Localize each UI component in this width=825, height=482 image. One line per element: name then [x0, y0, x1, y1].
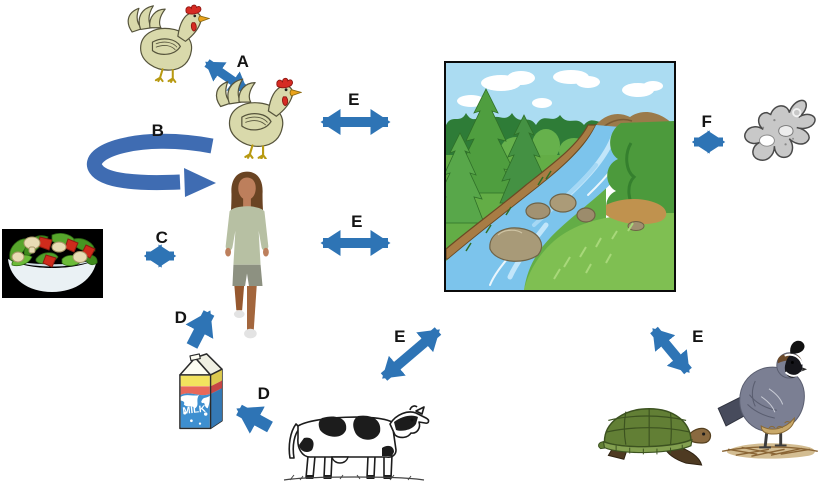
arrow-e-river-birds	[650, 326, 692, 375]
cow-icon	[270, 398, 434, 482]
label-e-chicken-river: E	[348, 90, 360, 109]
salad-icon	[2, 229, 103, 298]
label-b: B	[151, 121, 165, 140]
chicken-top-icon	[122, 3, 210, 83]
label-e-river-birds: E	[692, 327, 704, 346]
river-scene	[444, 61, 676, 292]
milk-label: MILK	[182, 404, 206, 417]
arrow-d-milk-to-human	[185, 310, 215, 349]
human-figure	[215, 170, 279, 342]
label-e-human-river: E	[351, 212, 363, 231]
chicken-main-icon	[210, 77, 302, 159]
label-e-cow-river: E	[394, 327, 406, 346]
milk-carton-icon: MILK	[170, 352, 230, 436]
label-f: F	[701, 112, 713, 131]
amoeba-icon	[739, 92, 821, 178]
label-c: C	[155, 228, 169, 247]
turtle-icon	[596, 399, 714, 469]
quail-icon	[712, 340, 824, 463]
label-a: A	[236, 52, 250, 71]
label-d-milk-to-human: D	[174, 308, 188, 327]
arrow-e-cow-river	[380, 327, 442, 381]
arrow-b	[86, 133, 216, 197]
label-d-cow-to-milk: D	[257, 384, 271, 403]
arrow-d-cow-to-milk	[236, 404, 273, 434]
